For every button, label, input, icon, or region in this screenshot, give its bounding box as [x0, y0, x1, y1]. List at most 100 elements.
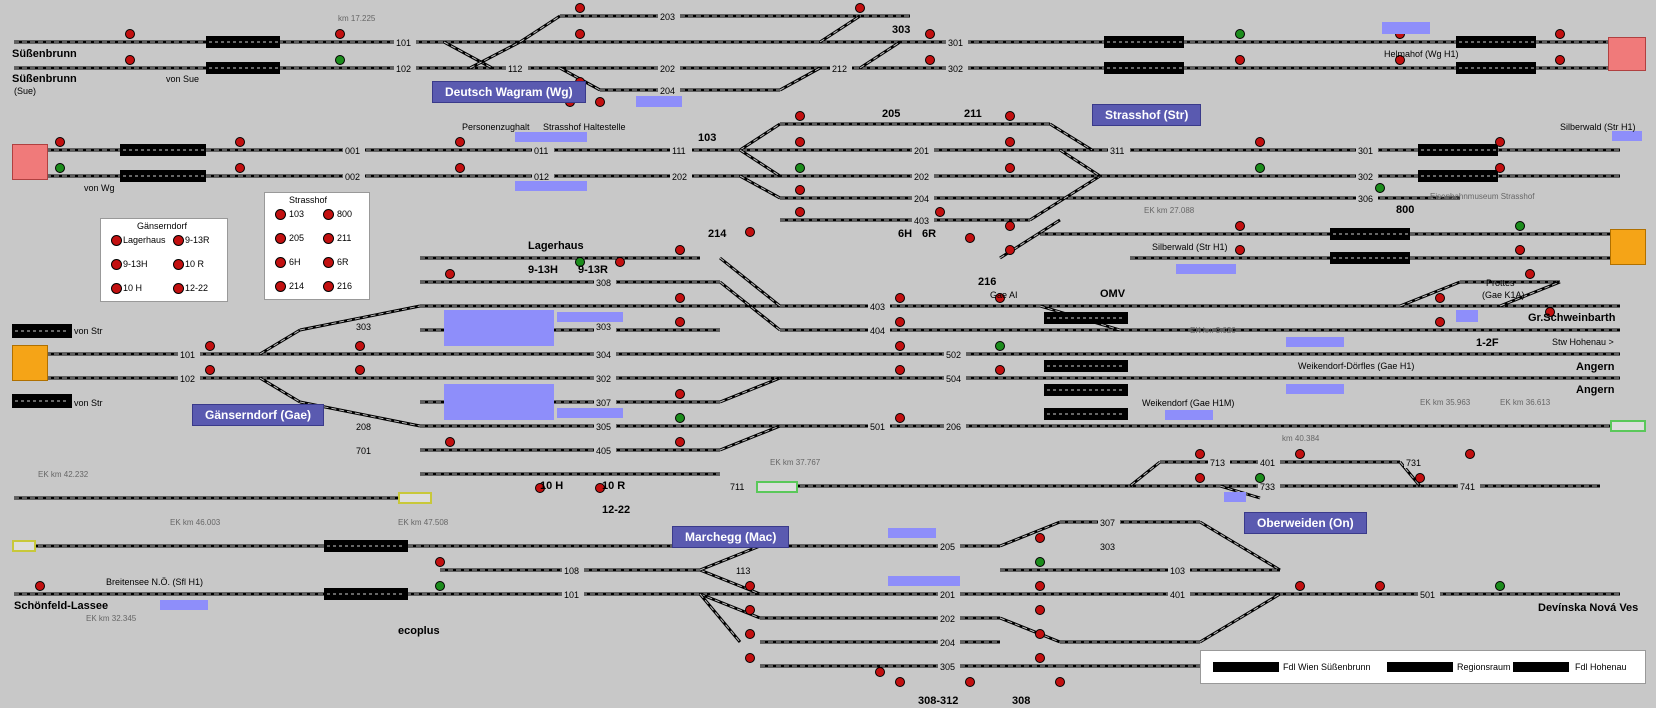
track-number[interactable]: 108 [564, 566, 579, 576]
track-number[interactable]: 307 [596, 398, 611, 408]
signal-icon[interactable] [173, 235, 184, 246]
track-number[interactable]: 111 [672, 146, 686, 156]
signal-icon[interactable] [55, 137, 65, 147]
block-section[interactable] [120, 170, 206, 182]
signal-icon[interactable] [675, 413, 685, 423]
track-number[interactable]: 403 [914, 216, 929, 226]
block-section[interactable] [120, 144, 206, 156]
track-number[interactable]: 306 [1358, 194, 1373, 204]
signal-icon[interactable] [965, 233, 975, 243]
signal-icon[interactable] [1195, 449, 1205, 459]
track-segment[interactable] [259, 328, 301, 356]
signal-icon[interactable] [1375, 581, 1385, 591]
track-number[interactable]: 701 [356, 446, 371, 456]
track-segment[interactable] [739, 174, 781, 200]
signal-icon[interactable] [1035, 533, 1045, 543]
signal-icon[interactable] [1465, 449, 1475, 459]
track-number[interactable]: 201 [940, 590, 955, 600]
signal-icon[interactable] [335, 55, 345, 65]
signal-icon[interactable] [965, 677, 975, 687]
signal-icon[interactable] [1515, 245, 1525, 255]
signal-icon[interactable] [675, 437, 685, 447]
track-number[interactable]: 405 [596, 446, 611, 456]
track-number[interactable]: 011 [534, 146, 548, 156]
track-segment[interactable] [819, 14, 861, 44]
signal-icon[interactable] [1495, 581, 1505, 591]
signal-icon[interactable] [1005, 137, 1015, 147]
track-number[interactable]: 101 [564, 590, 579, 600]
track-number[interactable]: 501 [870, 422, 885, 432]
track-number[interactable]: 208 [356, 422, 371, 432]
signal-icon[interactable] [173, 283, 184, 294]
signal-icon[interactable] [895, 293, 905, 303]
block-section[interactable] [206, 62, 280, 74]
signal-icon[interactable] [745, 581, 755, 591]
signal-icon[interactable] [1235, 221, 1245, 231]
signal-icon[interactable] [355, 341, 365, 351]
signal-icon[interactable] [795, 207, 805, 217]
track-number[interactable]: 301 [1358, 146, 1373, 156]
station-strasshof[interactable]: Strasshof (Str) [1092, 104, 1202, 126]
signal-icon[interactable] [575, 3, 585, 13]
signal-icon[interactable] [1035, 581, 1045, 591]
track-segment[interactable] [739, 122, 781, 152]
track-number[interactable]: 203 [660, 12, 675, 22]
track-segment[interactable] [739, 148, 781, 178]
station-deutsch-wagram[interactable]: Deutsch Wagram (Wg) [432, 81, 586, 103]
track-number[interactable]: 711 [730, 482, 744, 492]
track-segment[interactable] [779, 66, 821, 92]
signal-icon[interactable] [1005, 111, 1015, 121]
signal-icon[interactable] [1055, 677, 1065, 687]
signal-icon[interactable] [1255, 137, 1265, 147]
signal-icon[interactable] [1555, 55, 1565, 65]
track-number[interactable]: 206 [946, 422, 961, 432]
station-marchegg[interactable]: Marchegg (Mac) [672, 526, 790, 548]
track-number[interactable]: 302 [596, 374, 611, 384]
signal-icon[interactable] [445, 437, 455, 447]
signal-icon[interactable] [795, 137, 805, 147]
track-number[interactable]: 302 [1358, 172, 1373, 182]
signal-icon[interactable] [575, 257, 585, 267]
signal-icon[interactable] [275, 281, 286, 292]
signal-icon[interactable] [1395, 55, 1405, 65]
track-number[interactable]: 204 [660, 86, 675, 96]
track-number[interactable]: 308 [596, 278, 611, 288]
signal-icon[interactable] [235, 163, 245, 173]
signal-icon[interactable] [745, 605, 755, 615]
track-number[interactable]: 401 [1260, 458, 1275, 468]
signal-icon[interactable] [355, 365, 365, 375]
track-number[interactable]: 502 [946, 350, 961, 360]
track-segment[interactable] [1239, 544, 1281, 572]
signal-icon[interactable] [125, 29, 135, 39]
track-segment[interactable] [859, 40, 901, 70]
signal-icon[interactable] [323, 233, 334, 244]
track-number[interactable]: 202 [672, 172, 687, 182]
track-number[interactable]: 501 [1420, 590, 1435, 600]
track-number[interactable]: 204 [914, 194, 929, 204]
signal-icon[interactable] [205, 365, 215, 375]
signal-icon[interactable] [445, 269, 455, 279]
signal-icon[interactable] [1295, 581, 1305, 591]
track-number[interactable]: 212 [832, 64, 847, 74]
signal-icon[interactable] [55, 163, 65, 173]
track-segment[interactable] [1059, 148, 1101, 178]
track-number[interactable]: 301 [948, 38, 963, 48]
track-number[interactable]: 303 [596, 322, 611, 332]
signal-icon[interactable] [675, 317, 685, 327]
signal-icon[interactable] [111, 235, 122, 246]
track-number[interactable]: 112 [508, 64, 522, 74]
track-segment[interactable] [1199, 616, 1241, 644]
signal-icon[interactable] [1005, 221, 1015, 231]
signal-icon[interactable] [1435, 293, 1445, 303]
signal-icon[interactable] [455, 137, 465, 147]
track-number[interactable]: 002 [345, 172, 360, 182]
track-segment[interactable] [519, 14, 561, 44]
signal-icon[interactable] [925, 29, 935, 39]
signal-icon[interactable] [675, 389, 685, 399]
track-number[interactable]: 305 [940, 662, 955, 672]
signal-icon[interactable] [1515, 221, 1525, 231]
signal-icon[interactable] [1525, 269, 1535, 279]
track-number[interactable]: 733 [1260, 482, 1275, 492]
track-number[interactable]: 741 [1460, 482, 1475, 492]
signal-icon[interactable] [1005, 163, 1015, 173]
